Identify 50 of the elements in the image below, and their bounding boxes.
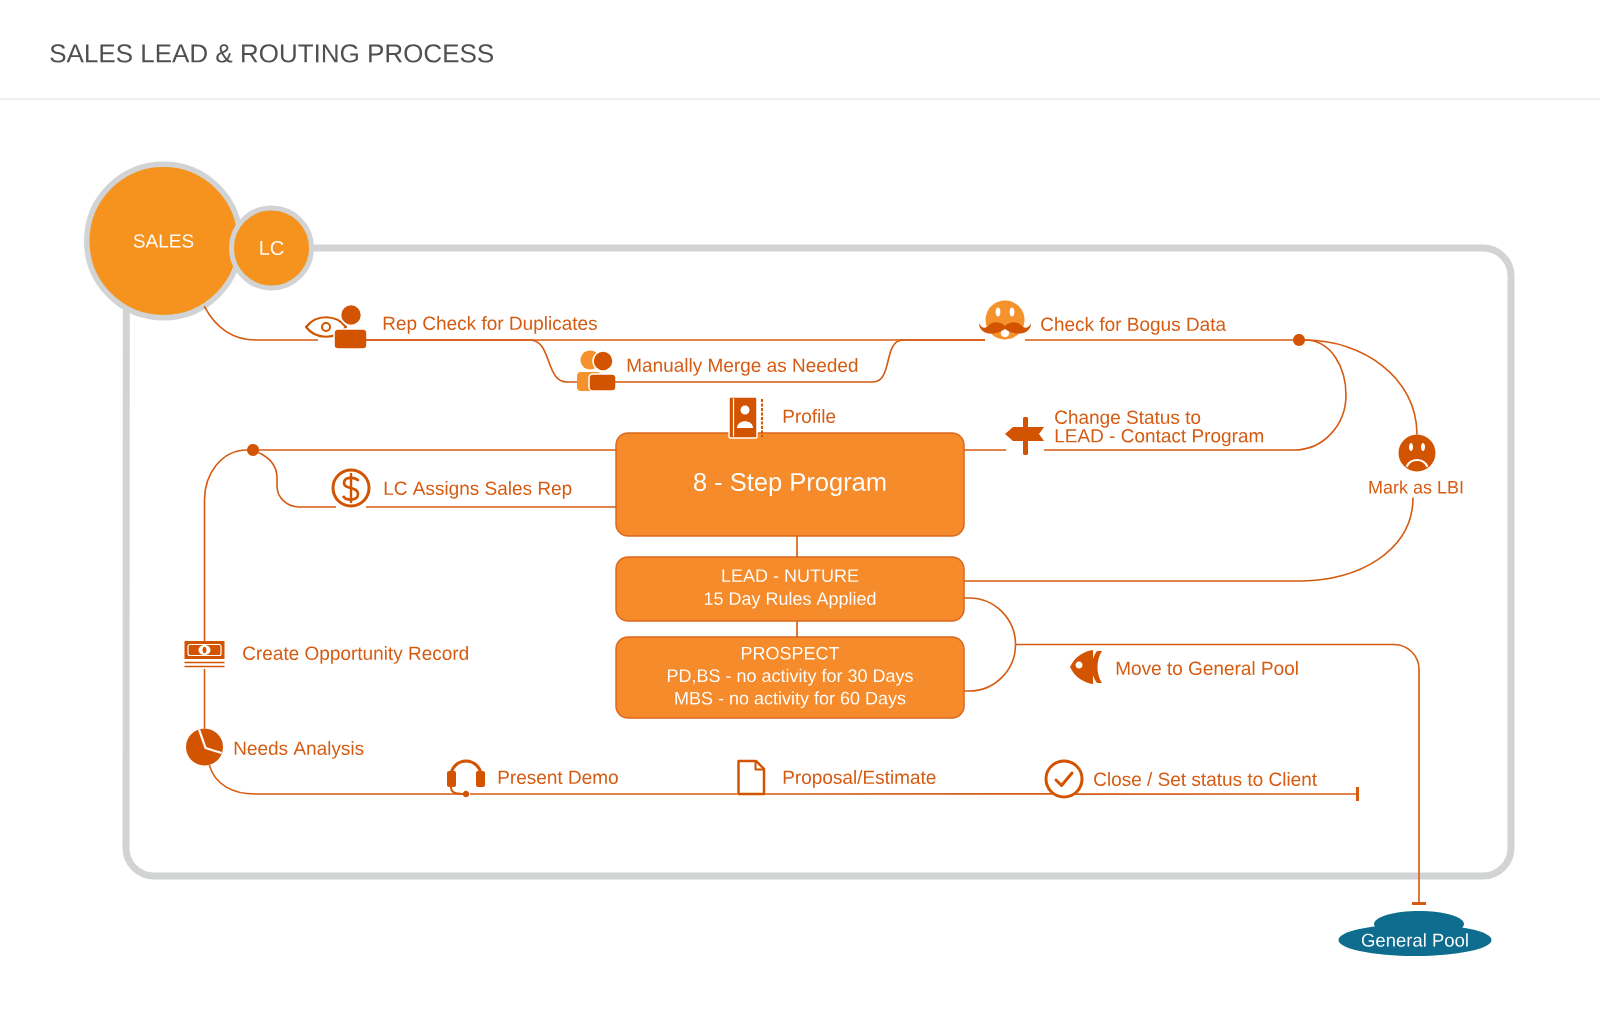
connector-line (963, 597, 1017, 646)
mustache-face-icon (979, 300, 1031, 340)
status-box: LEAD - NUTURE 15 Day Rules Applied (615, 556, 965, 622)
connector-line (796, 535, 798, 558)
connector-line (1024, 339, 1294, 341)
two-people-icon (577, 350, 617, 392)
banknote-icon (183, 641, 226, 668)
dollar-icon (331, 468, 371, 508)
step-label: Change Status to LEAD - Contact Program (1055, 410, 1264, 447)
eye-and-person-icon (304, 303, 368, 350)
headset-icon (447, 759, 485, 798)
connector-line (208, 764, 463, 795)
connector-line (963, 496, 1414, 582)
connector-line (203, 668, 206, 730)
step-label: Mark as LBI (1369, 480, 1463, 494)
connector-line (614, 339, 986, 383)
connector-line (258, 449, 617, 451)
step-label: Profile (783, 409, 836, 423)
connector-line (1304, 339, 1418, 436)
connector-line (203, 305, 319, 341)
step-label: LC Assigns Sales Rep (384, 481, 572, 499)
connector-line (963, 449, 1007, 451)
pie-chart-icon (186, 728, 223, 766)
cloud: General Pool (1338, 911, 1492, 956)
connector-line (796, 620, 798, 638)
connector-line (1043, 339, 1347, 451)
connector-line (257, 451, 337, 508)
title: SALES LEAD & ROUTING PROCESS (50, 44, 493, 63)
step-label: Check for Bogus Data (1041, 317, 1227, 335)
check-circle-icon (1044, 759, 1084, 799)
step-label: Proposal/Estimate (783, 770, 936, 788)
connector-line (203, 449, 248, 642)
edge-label: Move to General Pool (1116, 661, 1298, 675)
process-box: 8 - Step Program (615, 432, 965, 537)
status-box: PROSPECT PD,BS - no activity for 30 Days MBS - no activity for 60 Days (615, 636, 965, 719)
document-icon (737, 759, 766, 796)
connector-line (764, 793, 1055, 795)
connector-line (365, 506, 617, 508)
step-label: Present Demo (498, 770, 618, 784)
signpost-icon (1005, 417, 1044, 455)
step-label: Manually Merge as Needed (627, 358, 858, 376)
sad-face-icon (1398, 434, 1436, 472)
frame-line (122, 244, 1515, 880)
step-label: Rep Check for Duplicates (383, 316, 597, 334)
connector-line (1073, 787, 1359, 801)
connector-line (365, 339, 578, 383)
step-label: Close / Set status to Client (1094, 772, 1317, 786)
step-label: Create Opportunity Record (243, 646, 468, 664)
connector-line (469, 793, 738, 795)
step-label: Needs Analysis (234, 741, 364, 759)
